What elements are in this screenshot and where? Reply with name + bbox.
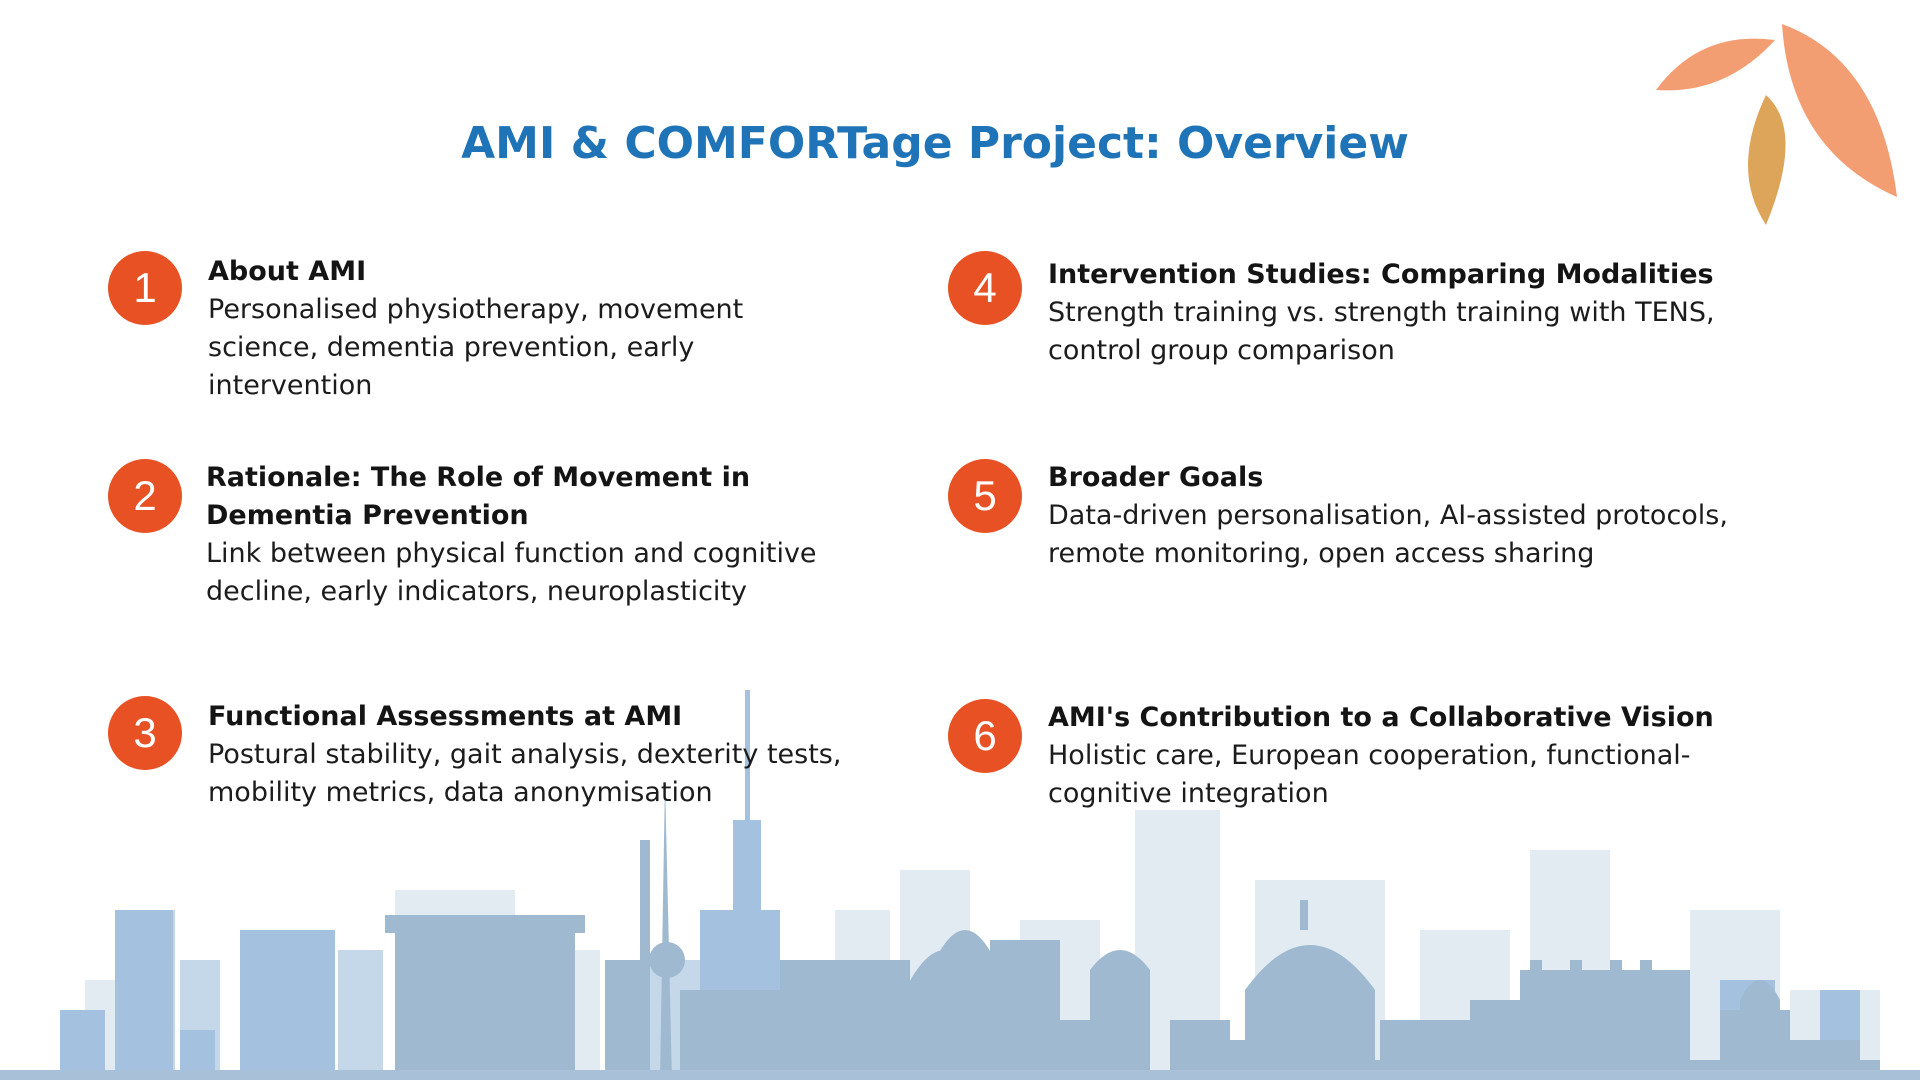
item-description: Personalised physiotherapy, movement sci… (208, 294, 744, 401)
item-description: Link between physical function and cogni… (206, 538, 817, 607)
item-title: Functional Assessments at AMI (208, 701, 683, 732)
number-badge: 3 (108, 696, 182, 770)
slide-title: AMI & COMFORTage Project: Overview (461, 118, 1409, 169)
item-text: Broader Goals Data-driven personalisatio… (1048, 459, 1828, 573)
item-text: AMI's Contribution to a Collaborative Vi… (1048, 699, 1808, 813)
city-skyline-illustration (0, 690, 1920, 1080)
number-badge: 6 (948, 699, 1022, 773)
item-title: About AMI (208, 256, 367, 287)
item-text: Intervention Studies: Comparing Modaliti… (1048, 256, 1808, 370)
item-text: About AMI Personalised physiotherapy, mo… (208, 253, 848, 405)
item-text: Functional Assessments at AMI Postural s… (208, 698, 848, 812)
item-description: Postural stability, gait analysis, dexte… (208, 739, 842, 808)
item-title: Rationale: The Role of Movement in Demen… (206, 462, 751, 531)
item-description: Strength training vs. strength training … (1048, 297, 1715, 366)
item-title: Intervention Studies: Comparing Modaliti… (1048, 259, 1714, 290)
item-title: Broader Goals (1048, 462, 1264, 493)
item-title: AMI's Contribution to a Collaborative Vi… (1048, 702, 1714, 733)
item-description: Data-driven personalisation, AI-assisted… (1048, 500, 1728, 569)
leaves-logo-icon (1656, 24, 1897, 225)
number-badge: 5 (948, 459, 1022, 533)
number-badge: 1 (108, 251, 182, 325)
item-text: Rationale: The Role of Movement in Demen… (206, 459, 866, 611)
number-badge: 4 (948, 251, 1022, 325)
number-badge: 2 (108, 459, 182, 533)
item-description: Holistic care, European cooperation, fun… (1048, 740, 1691, 809)
